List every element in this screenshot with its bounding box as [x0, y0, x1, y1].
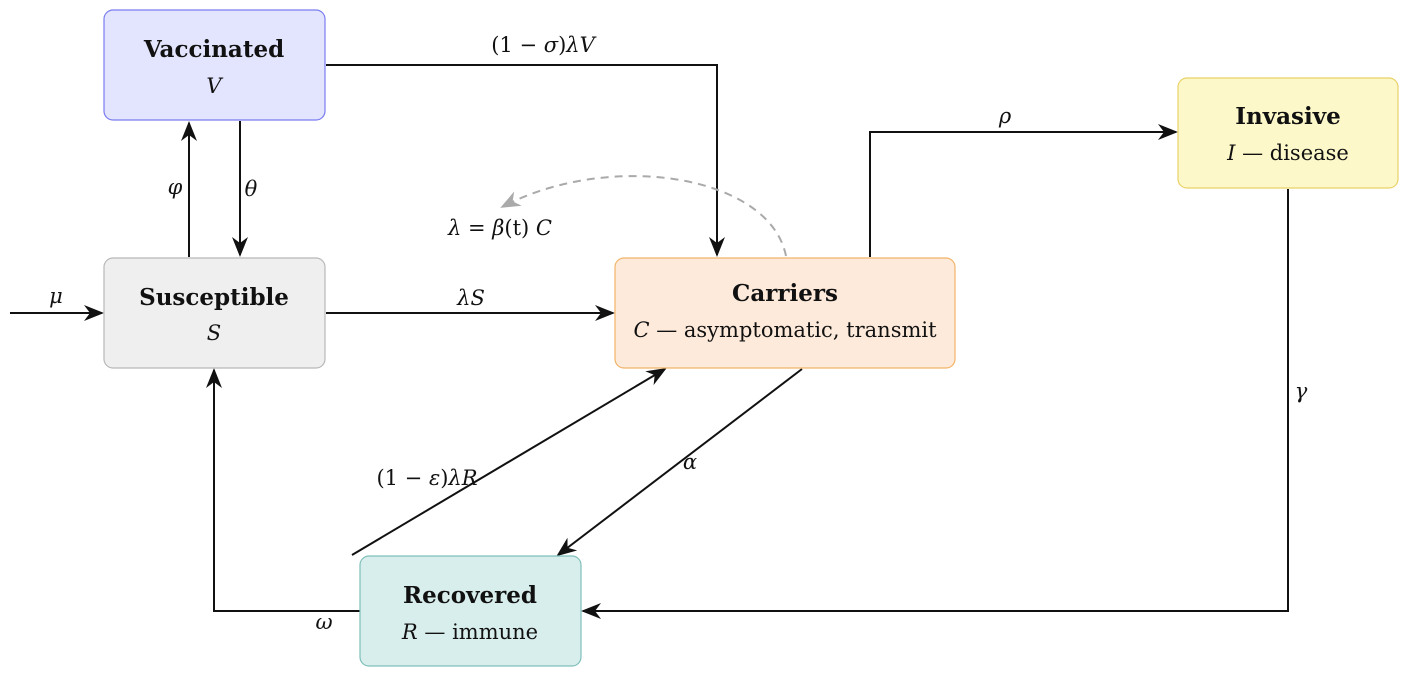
edge-feedback-dashed [500, 175, 787, 257]
node-carriers: Carriers C — asymptomatic, transmit [614, 257, 956, 369]
node-invasive-box [1177, 77, 1399, 189]
edge-carriers-to-recovered [556, 368, 803, 557]
node-vaccinated: Vaccinated V [103, 9, 326, 121]
edge-vaccinated-to-carriers [326, 64, 725, 257]
label-alpha: α [683, 450, 697, 474]
label-theta: θ [245, 177, 258, 201]
node-susceptible-subtitle: S [207, 321, 221, 345]
label-phi: φ [168, 175, 183, 199]
edge-carriers-to-invasive [869, 124, 1178, 257]
node-recovered-title: Recovered [403, 582, 537, 609]
label-lambda-s: λS [456, 286, 485, 310]
edge-invasive-to-recovered [581, 189, 1289, 619]
label-gamma: γ [1295, 379, 1308, 403]
node-invasive-title: Invasive [1235, 103, 1340, 130]
edge-recovered-to-susceptible [206, 368, 360, 612]
node-carriers-box [614, 257, 956, 369]
label-recovered-to-carriers: (1 − ε)λR [376, 466, 477, 490]
node-susceptible-box [103, 257, 326, 369]
node-susceptible: Susceptible S [103, 257, 326, 369]
node-carriers-subtitle: C — asymptomatic, transmit [633, 318, 937, 342]
label-mu: μ [49, 284, 63, 308]
force-of-infection-annotation: λ = β(t) C [447, 216, 552, 240]
node-recovered: Recovered R — immune [359, 555, 582, 667]
label-vaccinated-to-carriers: (1 − σ)λV [491, 33, 596, 57]
edge-recovered-to-carriers [351, 367, 667, 556]
node-recovered-subtitle: R — immune [401, 620, 538, 644]
node-recovered-box [359, 555, 582, 667]
node-invasive: Invasive I — disease [1177, 77, 1399, 189]
node-invasive-subtitle: I — disease [1226, 141, 1349, 165]
label-omega: ω [315, 610, 332, 634]
node-susceptible-title: Susceptible [139, 284, 289, 311]
node-carriers-title: Carriers [732, 280, 838, 307]
node-vaccinated-box [103, 9, 326, 121]
label-rho: ρ [998, 104, 1012, 128]
node-vaccinated-subtitle: V [206, 74, 223, 98]
node-vaccinated-title: Vaccinated [143, 36, 284, 63]
